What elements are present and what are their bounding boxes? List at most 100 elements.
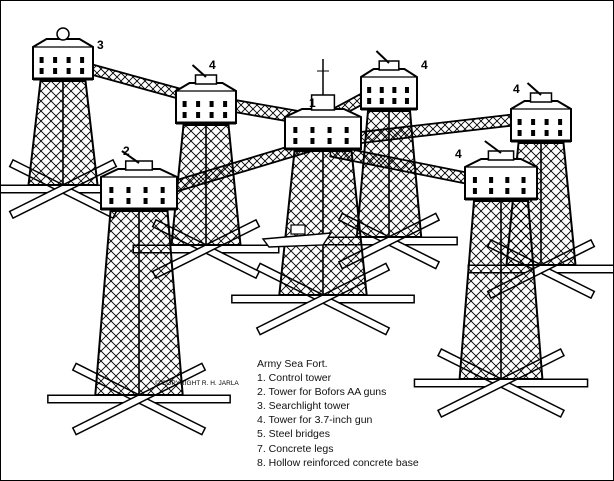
window xyxy=(80,57,85,63)
window xyxy=(39,68,44,74)
window xyxy=(544,119,549,125)
window xyxy=(293,127,298,133)
window xyxy=(327,127,332,133)
window xyxy=(39,57,44,63)
window xyxy=(80,68,85,74)
window xyxy=(521,177,526,183)
window xyxy=(66,68,71,74)
fort-towers xyxy=(1,27,613,436)
window xyxy=(196,101,201,107)
gun-barrel xyxy=(191,64,207,78)
tower-house xyxy=(284,59,362,151)
window xyxy=(327,138,332,144)
window xyxy=(196,112,201,118)
window xyxy=(53,68,58,74)
gun-barrel xyxy=(484,140,502,154)
window xyxy=(404,87,409,93)
window xyxy=(182,101,187,107)
boat-cabin xyxy=(290,224,306,235)
window xyxy=(367,98,372,104)
searchlight xyxy=(56,27,70,41)
window xyxy=(472,188,477,194)
window xyxy=(182,112,187,118)
window xyxy=(160,198,165,204)
window xyxy=(126,198,131,204)
window xyxy=(544,130,549,136)
copyright-note: © COPYRIGHT R. H. JARLA xyxy=(155,379,239,387)
window xyxy=(126,187,131,193)
label-searchlight-tower: 3 xyxy=(97,38,104,52)
label-gun-tower-a: 4 xyxy=(209,58,216,72)
window xyxy=(489,188,494,194)
window xyxy=(53,57,58,63)
window xyxy=(521,188,526,194)
window xyxy=(392,98,397,104)
window xyxy=(472,177,477,183)
window xyxy=(379,87,384,93)
searchlight-tower xyxy=(1,27,137,220)
tower-house xyxy=(464,140,538,201)
gun-barrel xyxy=(526,82,542,96)
legend-item: 3. Searchlight tower xyxy=(257,400,350,413)
window xyxy=(367,87,372,93)
window xyxy=(404,98,409,104)
boat-hull xyxy=(261,232,333,248)
label-gun-tower-c: 4 xyxy=(513,82,520,96)
window xyxy=(505,177,510,183)
window xyxy=(109,198,114,204)
window xyxy=(143,187,148,193)
gun-turret xyxy=(487,150,515,161)
window xyxy=(223,112,228,118)
gun-barrel xyxy=(375,50,390,64)
callout-labels: 3 4 4 4 4 1 2 © COPYRIGHT R. H. JARLA xyxy=(97,38,520,387)
window xyxy=(310,138,315,144)
window xyxy=(505,188,510,194)
gun-tower xyxy=(413,140,589,419)
window xyxy=(517,119,522,125)
legend-item: 2. Tower for Bofors AA guns xyxy=(257,386,387,399)
window xyxy=(310,127,315,133)
window xyxy=(143,198,148,204)
tower-house xyxy=(32,27,94,81)
control-tower xyxy=(231,59,415,336)
legend-item: 7. Concrete legs xyxy=(257,442,334,455)
window xyxy=(558,119,563,125)
legend: Army Sea Fort. 1. Control tower 2. Tower… xyxy=(257,357,419,470)
window xyxy=(392,87,397,93)
tower-house xyxy=(175,64,237,125)
window xyxy=(379,98,384,104)
window xyxy=(209,112,214,118)
window xyxy=(66,57,71,63)
gun-turret xyxy=(194,74,218,85)
bofors-tower xyxy=(47,150,231,436)
window xyxy=(531,119,536,125)
bridge-top-chord xyxy=(331,123,522,148)
window xyxy=(531,130,536,136)
label-gun-tower-d: 4 xyxy=(455,147,462,161)
window xyxy=(209,101,214,107)
window xyxy=(293,138,298,144)
legend-title: Army Sea Fort. xyxy=(257,358,328,370)
window xyxy=(558,130,563,136)
gun-turret xyxy=(124,160,154,171)
label-control-tower: 1 xyxy=(309,96,316,110)
tower-house xyxy=(100,150,178,211)
gun-turret xyxy=(529,92,553,103)
window xyxy=(223,101,228,107)
label-bofors-tower: 2 xyxy=(123,144,130,158)
window xyxy=(489,177,494,183)
gun-turret xyxy=(378,60,400,71)
window xyxy=(109,187,114,193)
legend-item: 4. Tower for 3.7-inch gun xyxy=(257,414,373,427)
supply-boat xyxy=(261,224,333,248)
bridge-bottom-chord xyxy=(330,112,521,137)
window xyxy=(160,187,165,193)
legend-item: 8. Hollow reinforced concrete base xyxy=(257,456,419,469)
window xyxy=(517,130,522,136)
legend-item: 1. Control tower xyxy=(257,372,332,385)
legend-item: 5. Steel bridges xyxy=(257,428,330,441)
tower-house xyxy=(360,50,418,111)
label-gun-tower-b: 4 xyxy=(421,58,428,72)
